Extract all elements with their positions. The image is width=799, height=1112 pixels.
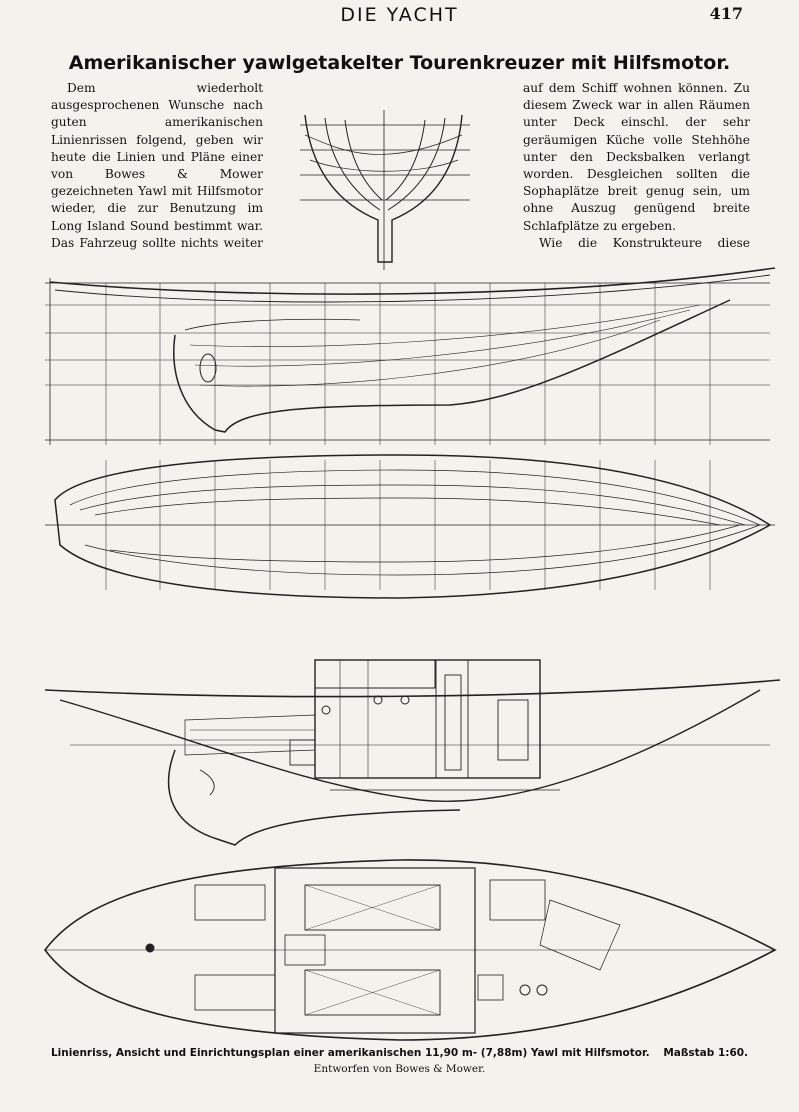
article-title: Amerikanischer yawlgetakelter Tourenkreu…: [68, 52, 731, 74]
inboard-profile-figure: [44, 659, 781, 846]
sheer-plan-figure: [45, 267, 776, 445]
caption-scale: Maßstab 1:60.: [663, 1047, 749, 1059]
right-paragraph-1: auf dem Schiff wohnen können. Zu diesem …: [523, 81, 750, 233]
left-paragraph: Dem wiederholt ausgesprochenen Wunsche n…: [51, 81, 263, 250]
page-number: 417: [709, 4, 743, 23]
right-text-column: auf dem Schiff wohnen können. Zu diesem …: [523, 80, 750, 250]
accommodation-plan-figure: [43, 859, 777, 1041]
body-plan-figure: [300, 110, 470, 270]
running-header-title: DIE YACHT: [340, 4, 459, 26]
half-breadth-plan-figure: [45, 454, 775, 599]
figure-credit: Entworfen von Bowes & Mower.: [313, 1063, 486, 1075]
left-text-column: Dem wiederholt ausgesprochenen Wunsche n…: [51, 80, 263, 250]
figure-caption: Linienriss, Ansicht und Einrichtungsplan…: [0, 1047, 799, 1059]
caption-text: Linienriss, Ansicht und Einrichtungsplan…: [50, 1047, 650, 1059]
right-paragraph-2: Wie die Konstrukteure diese Forderung ge…: [539, 235, 750, 250]
